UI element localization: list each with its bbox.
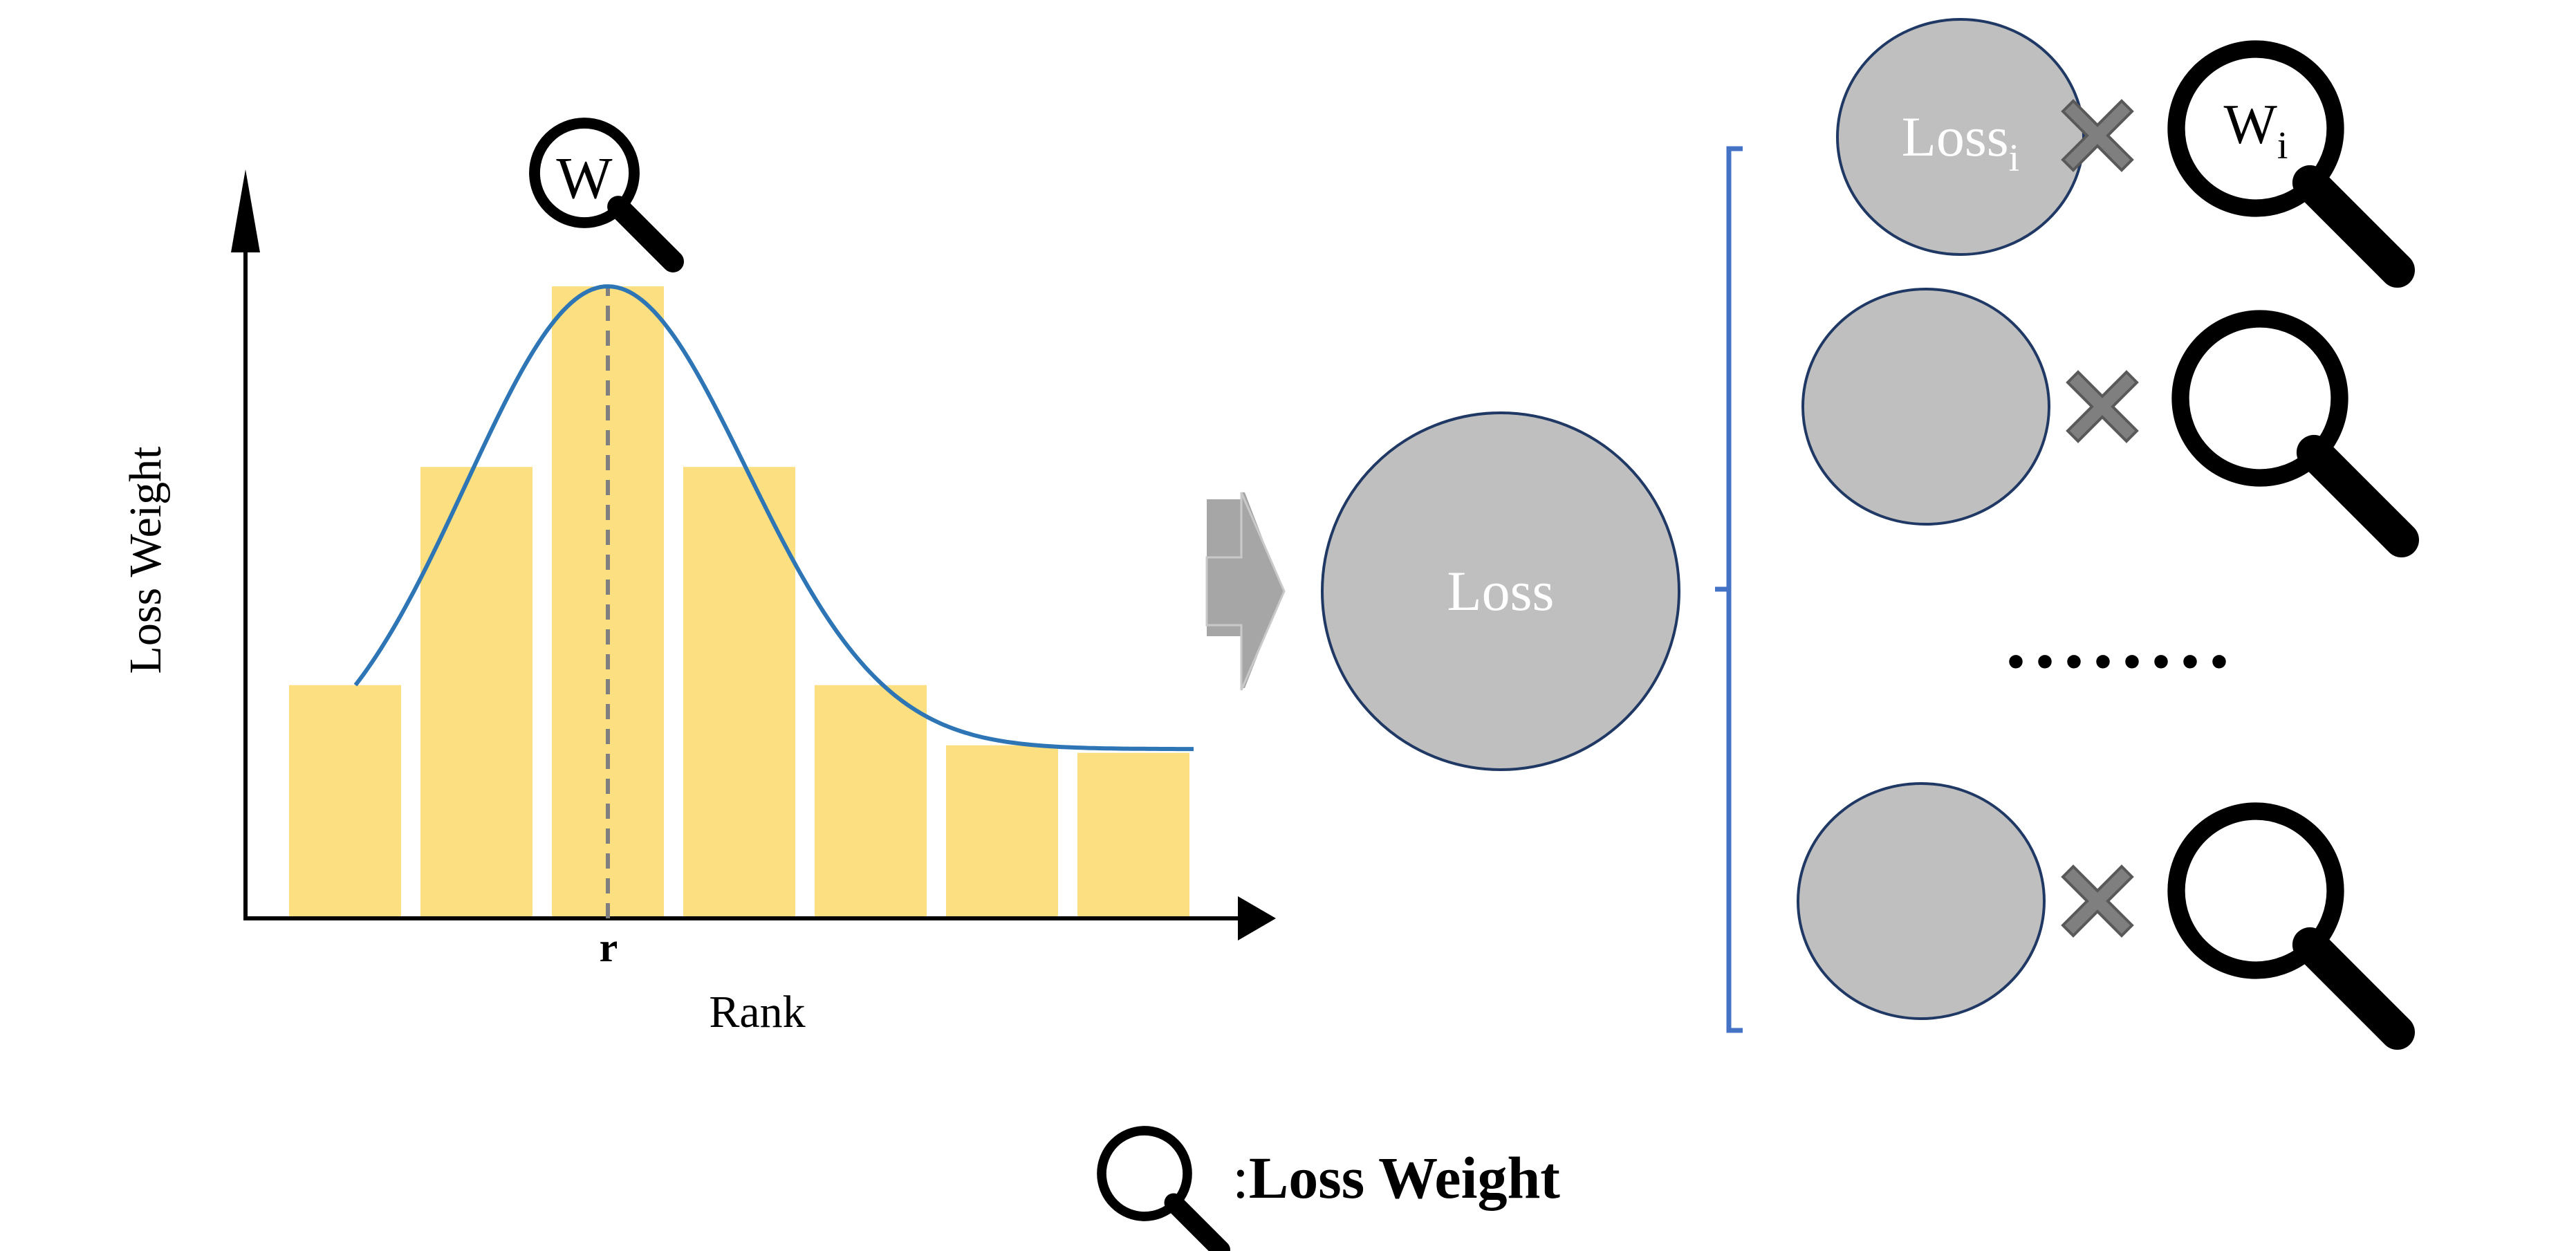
- bar-7: [1077, 752, 1189, 918]
- multiply-cross-icon: [2061, 99, 2134, 172]
- loss-i-circle: [1836, 18, 2085, 256]
- bar-5: [815, 685, 927, 918]
- legend-label: Loss Weight: [1248, 1145, 1560, 1211]
- y-axis-arrowhead: [231, 169, 260, 252]
- bar-4: [683, 467, 795, 918]
- loss-term-circle: [1797, 782, 2046, 1020]
- total-loss-label: Loss: [1447, 559, 1555, 622]
- decomposition-bracket: [1715, 146, 1743, 1033]
- loss-term-row-3: [1797, 782, 2398, 1032]
- loss-term-circle: [1801, 288, 2050, 526]
- loss-term-row-1: Lossi Wi: [1836, 18, 2398, 270]
- weight-curve: [353, 284, 1194, 752]
- weight-i-label: Wi: [2224, 93, 2288, 167]
- x-axis-label: Rank: [709, 987, 805, 1037]
- ellipsis-dots: ........: [2005, 593, 2238, 685]
- bar-1: [289, 685, 401, 918]
- x-axis-arrowhead: [1238, 896, 1276, 940]
- right-arrow-icon-shape: [1205, 492, 1286, 691]
- loss-term-row-2: [1801, 288, 2402, 540]
- multiply-cross-icon: [2061, 864, 2134, 938]
- peak-tick-label: r: [600, 925, 618, 970]
- chart-bars: [289, 286, 1189, 919]
- loss-weight-chart: Loss Weight Rank r W: [120, 123, 1276, 1037]
- legend-magnifier-icon: [1102, 1131, 1221, 1250]
- weight-magnifier-icon: [2180, 319, 2402, 540]
- peak-weight-label: W: [556, 145, 612, 211]
- weight-magnifier-icon: [2176, 811, 2398, 1032]
- bar-6: [946, 745, 1058, 918]
- y-axis-label: Loss Weight: [120, 447, 171, 674]
- legend-prefix: :: [1232, 1145, 1249, 1211]
- multiply-cross-icon: [2066, 370, 2139, 443]
- loss-i-label: Lossi: [1902, 105, 2019, 180]
- total-loss-circle: [1321, 411, 1680, 771]
- legend: :Loss Weight: [1232, 1148, 1560, 1207]
- bar-2: [420, 467, 532, 918]
